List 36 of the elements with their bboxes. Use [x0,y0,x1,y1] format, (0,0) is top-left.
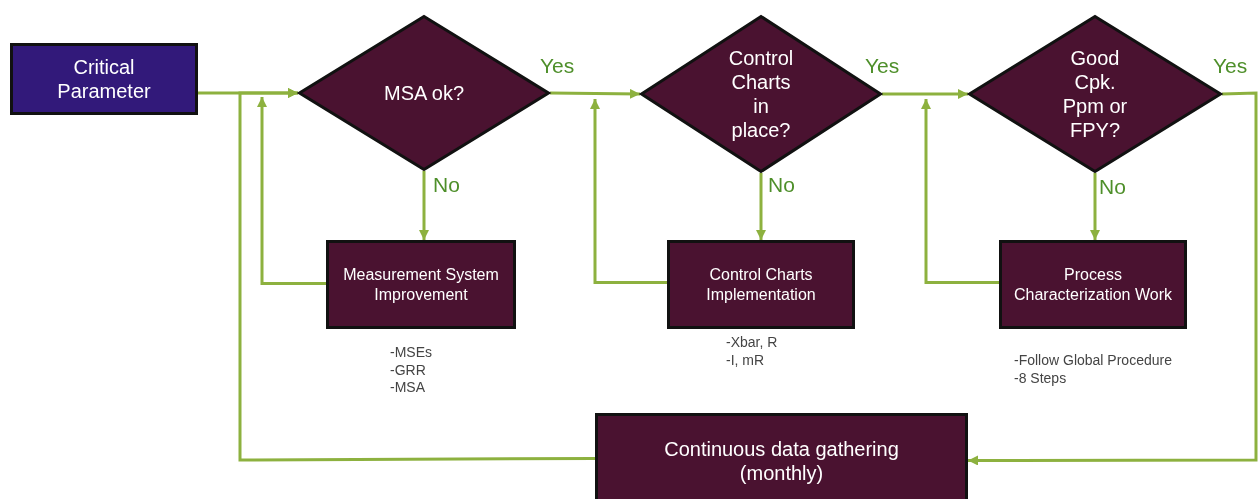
arrow [1090,173,1100,240]
process-box [10,43,198,115]
arrow [238,88,595,462]
arrow [257,97,326,285]
note-text: -Follow Global Procedure [1014,352,1172,370]
note-text: -MSEs [390,344,432,362]
edge-label: No [768,173,795,197]
node-label: Measurement System Improvement [342,265,500,304]
note-text: -MSA [390,379,426,397]
note-text: -Xbar, R [726,334,778,352]
node-label: Control Charts Implementation [705,265,817,304]
arrow [590,99,667,284]
node-label: Process Characterization Work [1013,265,1173,304]
edge-label: Yes [865,54,900,78]
arrow [921,99,999,284]
note-text: -8 Steps [1014,369,1068,387]
process-box [326,240,516,329]
note-text: -GRR [390,361,427,379]
edge-label: No [433,173,460,197]
process-box [999,240,1187,329]
arrow [968,91,1258,466]
edge-label: No [1099,175,1126,199]
arrow [882,89,968,99]
node-label: MSA ok? [382,81,465,105]
arrow [550,88,640,99]
edge-label: Yes [1213,54,1248,78]
node-label: Critical Parameter [56,55,152,103]
node-label: Continuous data gathering (monthly) [663,436,900,485]
note-text: -I, mR [726,351,766,369]
node-label: Good Cpk. Ppm or FPY? [1061,46,1129,142]
arrow [419,171,429,240]
node-label: Control Charts in place? [727,46,795,142]
process-box [595,413,968,499]
edge-label: Yes [540,54,575,78]
process-box [667,240,855,329]
arrow [756,173,766,240]
